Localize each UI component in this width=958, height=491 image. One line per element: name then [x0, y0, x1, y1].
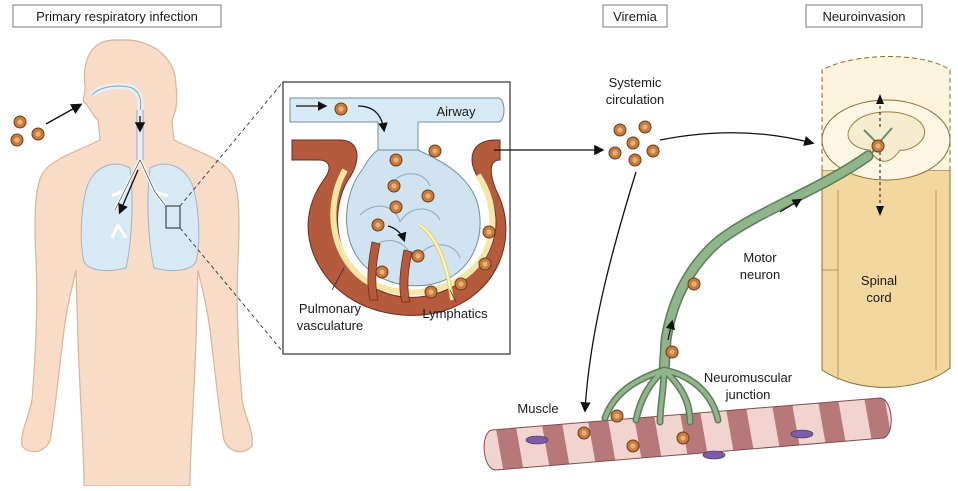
label-motor-2: neuron	[740, 267, 780, 282]
right-lung	[147, 163, 200, 271]
body-silhouette	[21, 39, 253, 487]
to-spinal-arrow	[659, 132, 815, 147]
label-airway: Airway	[436, 104, 476, 119]
gray-matter	[847, 111, 926, 162]
header-neuroinvasion: Neuroinvasion	[822, 9, 905, 24]
header-primary-box: Primary respiratory infection	[12, 4, 222, 28]
left-lung	[80, 163, 133, 271]
spinal-cord: Spinal cord	[821, 56, 951, 388]
label-spinal-1: Spinal	[861, 273, 897, 288]
label-nmj-1: Neuromuscular	[704, 370, 793, 385]
label-systemic-1: Systemic	[609, 75, 662, 90]
inhaled-virus-particles	[10, 115, 45, 147]
label-muscle: Muscle	[517, 401, 558, 416]
header-viremia-box: Viremia	[602, 4, 668, 28]
inhalation-arrow	[45, 103, 83, 125]
motor-neuron	[601, 150, 874, 426]
header-neuroinvasion-box: Neuroinvasion	[805, 4, 923, 28]
to-muscle-arrow	[580, 171, 637, 413]
human-body	[21, 39, 253, 487]
muscle-fiber	[483, 397, 892, 471]
alveolus-inset: Airway Pulmonary vasculature Lymphatics	[282, 81, 511, 355]
alveolar-sac	[346, 149, 481, 287]
label-systemic-2: circulation	[606, 92, 665, 107]
label-motor-1: Motor	[743, 250, 777, 265]
label-spinal-2: cord	[866, 290, 891, 305]
label-pulmonary-1: Pulmonary	[299, 301, 362, 316]
circulating-virus	[608, 120, 660, 167]
label-nmj-2: junction	[725, 387, 771, 402]
label-lymphatics: Lymphatics	[422, 306, 488, 321]
header-primary: Primary respiratory infection	[36, 9, 198, 24]
zoom-box	[165, 205, 181, 229]
nucleus	[525, 435, 549, 445]
header-viremia: Viremia	[613, 9, 658, 24]
label-pulmonary-2: vasculature	[297, 318, 363, 333]
